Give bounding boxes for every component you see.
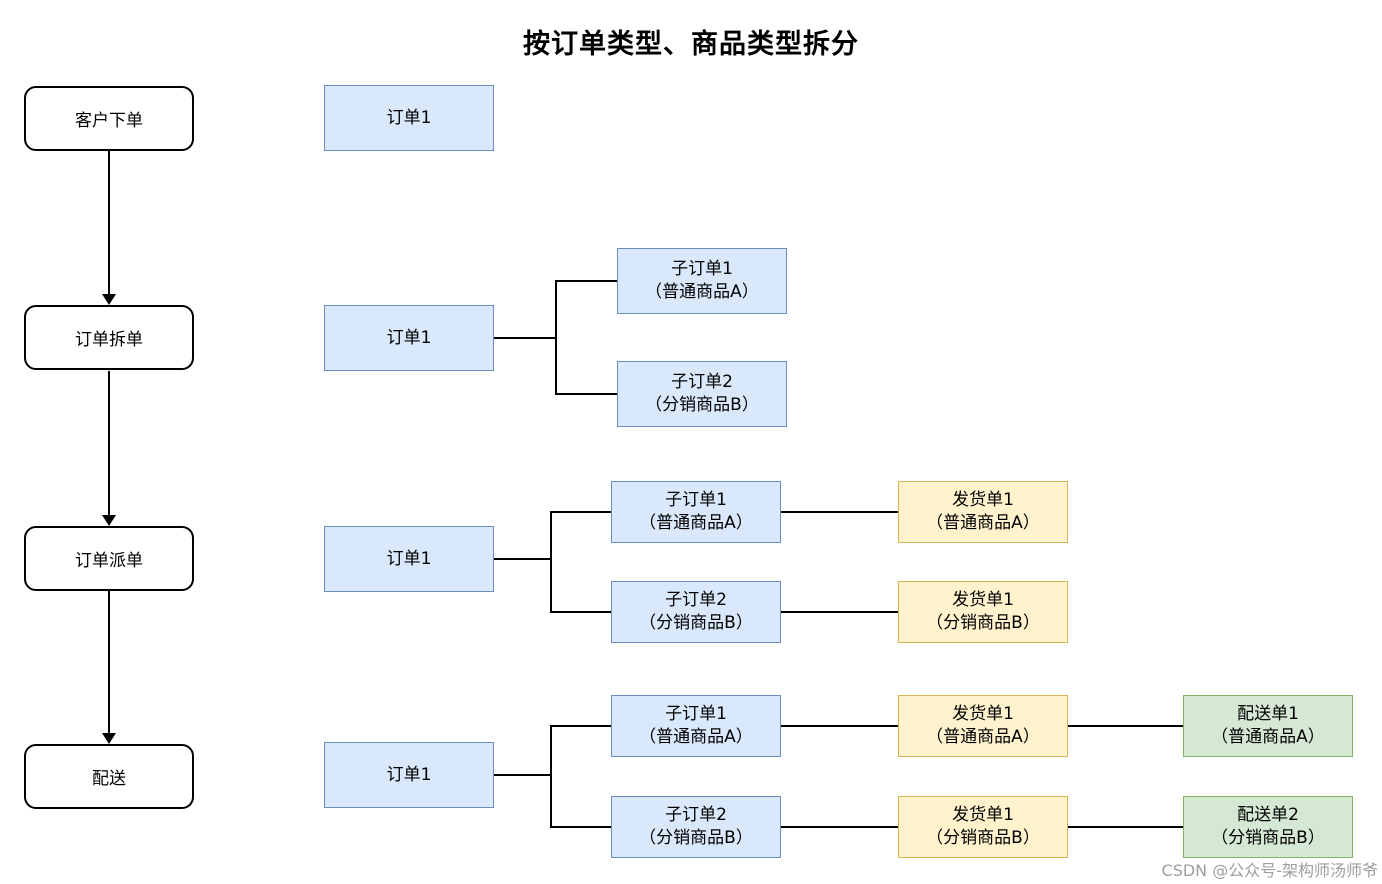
order-label: 订单1	[386, 107, 432, 128]
delivery2-box-row4: 配送单2 （分销商品B）	[1183, 796, 1353, 858]
stage-box-order-dispatch: 订单派单	[24, 526, 194, 591]
suborder1-box-row2: 子订单1 （普通商品A）	[617, 248, 787, 314]
suborder2-box-row4: 子订单2 （分销商品B）	[611, 796, 781, 858]
shipment-subtitle: （分销商品B）	[926, 613, 1040, 633]
delivery-subtitle: （普通商品A）	[1211, 727, 1325, 747]
connector	[494, 337, 557, 339]
connector	[555, 280, 557, 395]
stage-arrow-line-1	[108, 151, 110, 296]
suborder1-box-row4: 子订单1 （普通商品A）	[611, 695, 781, 757]
stage-label: 订单拆单	[75, 330, 143, 350]
delivery1-box-row4: 配送单1 （普通商品A）	[1183, 695, 1353, 757]
suborder-subtitle: （普通商品A）	[639, 513, 753, 533]
shipment-title: 发货单1	[952, 590, 1014, 610]
order-label: 订单1	[386, 548, 432, 569]
stage-arrow-line-2	[108, 371, 110, 517]
connector	[550, 725, 611, 727]
watermark-text: CSDN @公众号-架构师汤师爷	[1161, 861, 1378, 880]
shipment-subtitle: （分销商品B）	[926, 828, 1040, 848]
order-box-row2: 订单1	[324, 305, 494, 371]
stage-box-delivery: 配送	[24, 744, 194, 809]
connector	[555, 280, 617, 282]
suborder-title: 子订单2	[671, 372, 733, 392]
order-box-row1: 订单1	[324, 85, 494, 151]
suborder-subtitle: （分销商品B）	[639, 828, 753, 848]
connector	[550, 511, 552, 613]
connector	[550, 725, 552, 828]
shipment2-box-row3: 发货单1 （分销商品B）	[898, 581, 1068, 643]
stage-label: 配送	[92, 769, 126, 789]
arrow-down-icon	[102, 515, 116, 526]
connector	[555, 393, 617, 395]
suborder1-box-row3: 子订单1 （普通商品A）	[611, 481, 781, 543]
order-box-row4: 订单1	[324, 742, 494, 808]
connector	[781, 826, 898, 828]
order-label: 订单1	[386, 327, 432, 348]
connector	[550, 611, 611, 613]
stage-label: 客户下单	[75, 111, 143, 131]
suborder-title: 子订单1	[671, 259, 733, 279]
suborder-title: 子订单2	[665, 805, 727, 825]
connector	[494, 774, 552, 776]
stage-label: 订单派单	[75, 551, 143, 571]
arrow-down-icon	[102, 733, 116, 744]
suborder-subtitle: （分销商品B）	[645, 395, 759, 415]
suborder-subtitle: （分销商品B）	[639, 613, 753, 633]
order-label: 订单1	[386, 764, 432, 785]
suborder2-box-row3: 子订单2 （分销商品B）	[611, 581, 781, 643]
shipment2-box-row4: 发货单1 （分销商品B）	[898, 796, 1068, 858]
shipment-title: 发货单1	[952, 704, 1014, 724]
delivery-subtitle: （分销商品B）	[1211, 828, 1325, 848]
connector	[1068, 725, 1183, 727]
connector	[781, 725, 898, 727]
delivery-title: 配送单2	[1237, 805, 1299, 825]
connector	[1068, 826, 1183, 828]
connector	[550, 826, 611, 828]
connector	[781, 511, 898, 513]
suborder2-box-row2: 子订单2 （分销商品B）	[617, 361, 787, 427]
stage-arrow-line-3	[108, 591, 110, 735]
shipment-title: 发货单1	[952, 490, 1014, 510]
stage-box-order-split: 订单拆单	[24, 305, 194, 370]
connector	[781, 611, 898, 613]
suborder-title: 子订单1	[665, 704, 727, 724]
shipment-title: 发货单1	[952, 805, 1014, 825]
shipment1-box-row3: 发货单1 （普通商品A）	[898, 481, 1068, 543]
diagram-title: 按订单类型、商品类型拆分	[523, 29, 859, 60]
connector	[494, 558, 552, 560]
order-box-row3: 订单1	[324, 526, 494, 592]
suborder-title: 子订单1	[665, 490, 727, 510]
delivery-title: 配送单1	[1237, 704, 1299, 724]
shipment1-box-row4: 发货单1 （普通商品A）	[898, 695, 1068, 757]
arrow-down-icon	[102, 294, 116, 305]
connector	[550, 511, 611, 513]
stage-box-customer-order: 客户下单	[24, 86, 194, 151]
shipment-subtitle: （普通商品A）	[926, 513, 1040, 533]
suborder-subtitle: （普通商品A）	[645, 282, 759, 302]
shipment-subtitle: （普通商品A）	[926, 727, 1040, 747]
suborder-subtitle: （普通商品A）	[639, 727, 753, 747]
suborder-title: 子订单2	[665, 590, 727, 610]
